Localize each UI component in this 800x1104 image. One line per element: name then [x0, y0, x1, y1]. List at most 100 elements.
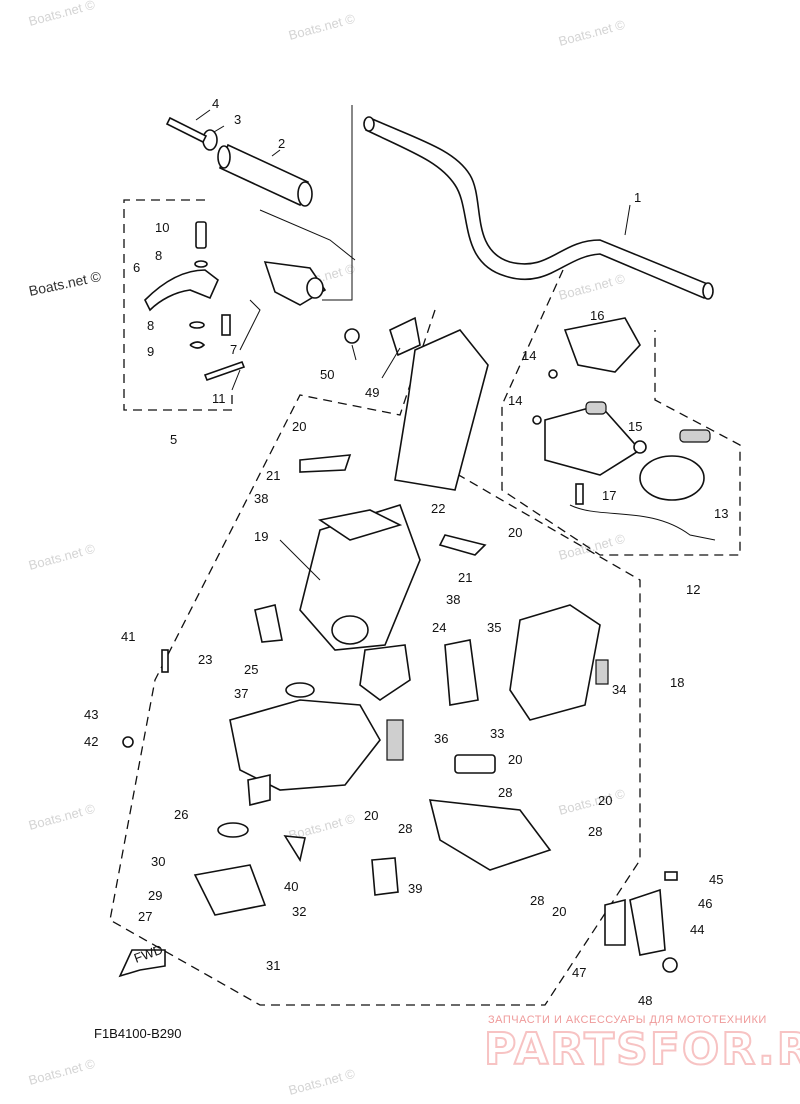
base-plate-30	[193, 864, 267, 916]
throttle-housing	[544, 404, 642, 476]
callout-34: 34	[612, 682, 626, 697]
handlebar-end-right	[702, 282, 714, 300]
lower-housing-shaft	[247, 773, 271, 807]
callout-7: 7	[230, 342, 237, 357]
vendor-tagline: ЗАПЧАСТИ И АКСЕССУАРЫ ДЛЯ МОТОТЕХНИКИ	[488, 1014, 767, 1026]
callout-36: 36	[434, 731, 448, 746]
bracket-25	[254, 604, 283, 643]
watermark-text: Boats.net ©	[287, 11, 357, 43]
throttle-assembly	[532, 317, 716, 541]
throttle-spring	[679, 429, 711, 443]
bracket-plate	[389, 316, 421, 357]
callout-39: 39	[408, 881, 422, 896]
leader-line	[195, 109, 211, 121]
callout-19: 19	[254, 529, 268, 544]
callout-28a: 28	[498, 785, 512, 800]
watermark-text: Boats.net ©	[27, 541, 97, 573]
callout-21a: 21	[266, 468, 280, 483]
watermark-text-dark: Boats.net ©	[27, 268, 103, 299]
callout-14b: 14	[508, 393, 522, 408]
bracket-bolt	[344, 328, 360, 344]
grip-assembly	[165, 109, 313, 207]
leader-line	[351, 344, 357, 361]
diagram-code: F1B4100-B290	[94, 1026, 181, 1041]
handlebar-end-left	[363, 116, 375, 132]
callout-3: 3	[234, 112, 241, 127]
callout-50: 50	[320, 367, 334, 382]
handlebar-tube	[365, 116, 712, 300]
callout-27: 27	[138, 909, 152, 924]
vendor-logo: PARTSFOR.RU	[484, 1024, 800, 1075]
lever-screw	[203, 360, 246, 382]
callout-20f: 20	[552, 904, 566, 919]
clamp-plate-right	[438, 534, 487, 556]
callout-13: 13	[714, 506, 728, 521]
callout-22: 22	[431, 501, 445, 516]
watermark-text: Boats.net ©	[557, 531, 627, 563]
throttle-bolt	[575, 483, 584, 505]
column-bore	[331, 615, 369, 645]
callout-29: 29	[148, 888, 162, 903]
callout-45: 45	[709, 872, 723, 887]
callout-6: 6	[133, 260, 140, 275]
callout-41: 41	[121, 629, 135, 644]
callout-26: 26	[174, 807, 188, 822]
plate-bracket	[428, 799, 552, 871]
callout-28c: 28	[588, 824, 602, 839]
callout-33: 33	[490, 726, 504, 741]
seal-26	[217, 822, 249, 838]
lever-washer-bottom	[189, 321, 205, 329]
callout-48: 48	[638, 993, 652, 1008]
lever-clip	[189, 341, 206, 349]
spring-34	[595, 659, 609, 685]
callout-44: 44	[690, 922, 704, 937]
throttle-washer	[633, 440, 647, 454]
callout-8b: 8	[147, 318, 154, 333]
grip-bolt	[165, 116, 208, 144]
seal-37	[285, 682, 315, 698]
lever-assembly	[144, 105, 356, 391]
callout-28d: 28	[530, 893, 544, 908]
handlebar-grip	[219, 143, 309, 207]
upper-bracket	[344, 316, 489, 491]
callout-10: 10	[155, 220, 169, 235]
callout-32: 32	[292, 904, 306, 919]
callout-12: 12	[686, 582, 700, 597]
watermark-text: Boats.net ©	[287, 1066, 357, 1098]
nut-45	[664, 871, 678, 881]
callout-23: 23	[198, 652, 212, 667]
throttle-housing-top	[563, 317, 641, 373]
lever-washer-top	[194, 260, 208, 268]
callout-labels: 1 2 3 4 5 6 7 8 8 9 10 11 12 13 14 14 15…	[84, 96, 728, 1008]
grip-end-inner	[217, 145, 231, 169]
assembly-outlines	[109, 199, 741, 1006]
leader-line	[381, 347, 401, 379]
bracket-47	[604, 898, 626, 946]
steering-column	[279, 454, 487, 651]
callout-2: 2	[278, 136, 285, 151]
callout-20a: 20	[292, 419, 306, 434]
lever-pin	[195, 221, 207, 249]
handlebar	[363, 116, 714, 300]
leader-line	[624, 204, 631, 236]
callout-38a: 38	[254, 491, 268, 506]
lever	[144, 269, 219, 312]
callout-20c: 20	[508, 752, 522, 767]
leader-line	[239, 299, 261, 351]
outline-group-18	[109, 309, 641, 1006]
lower-housing	[122, 604, 678, 973]
bar-33	[454, 754, 496, 774]
leader-line	[231, 369, 241, 391]
callout-16: 16	[590, 308, 604, 323]
spring-36	[386, 719, 404, 761]
lanyard-clip	[283, 835, 306, 863]
nut-48	[662, 957, 678, 973]
throttle-screw-b	[532, 415, 542, 425]
callout-31: 31	[266, 958, 280, 973]
callout-21b: 21	[458, 570, 472, 585]
callout-28b: 28	[398, 821, 412, 836]
callout-5: 5	[170, 432, 177, 447]
lever-35	[444, 639, 479, 706]
fwd-arrow-icon	[118, 949, 166, 978]
watermark-text: Boats.net ©	[557, 17, 627, 49]
